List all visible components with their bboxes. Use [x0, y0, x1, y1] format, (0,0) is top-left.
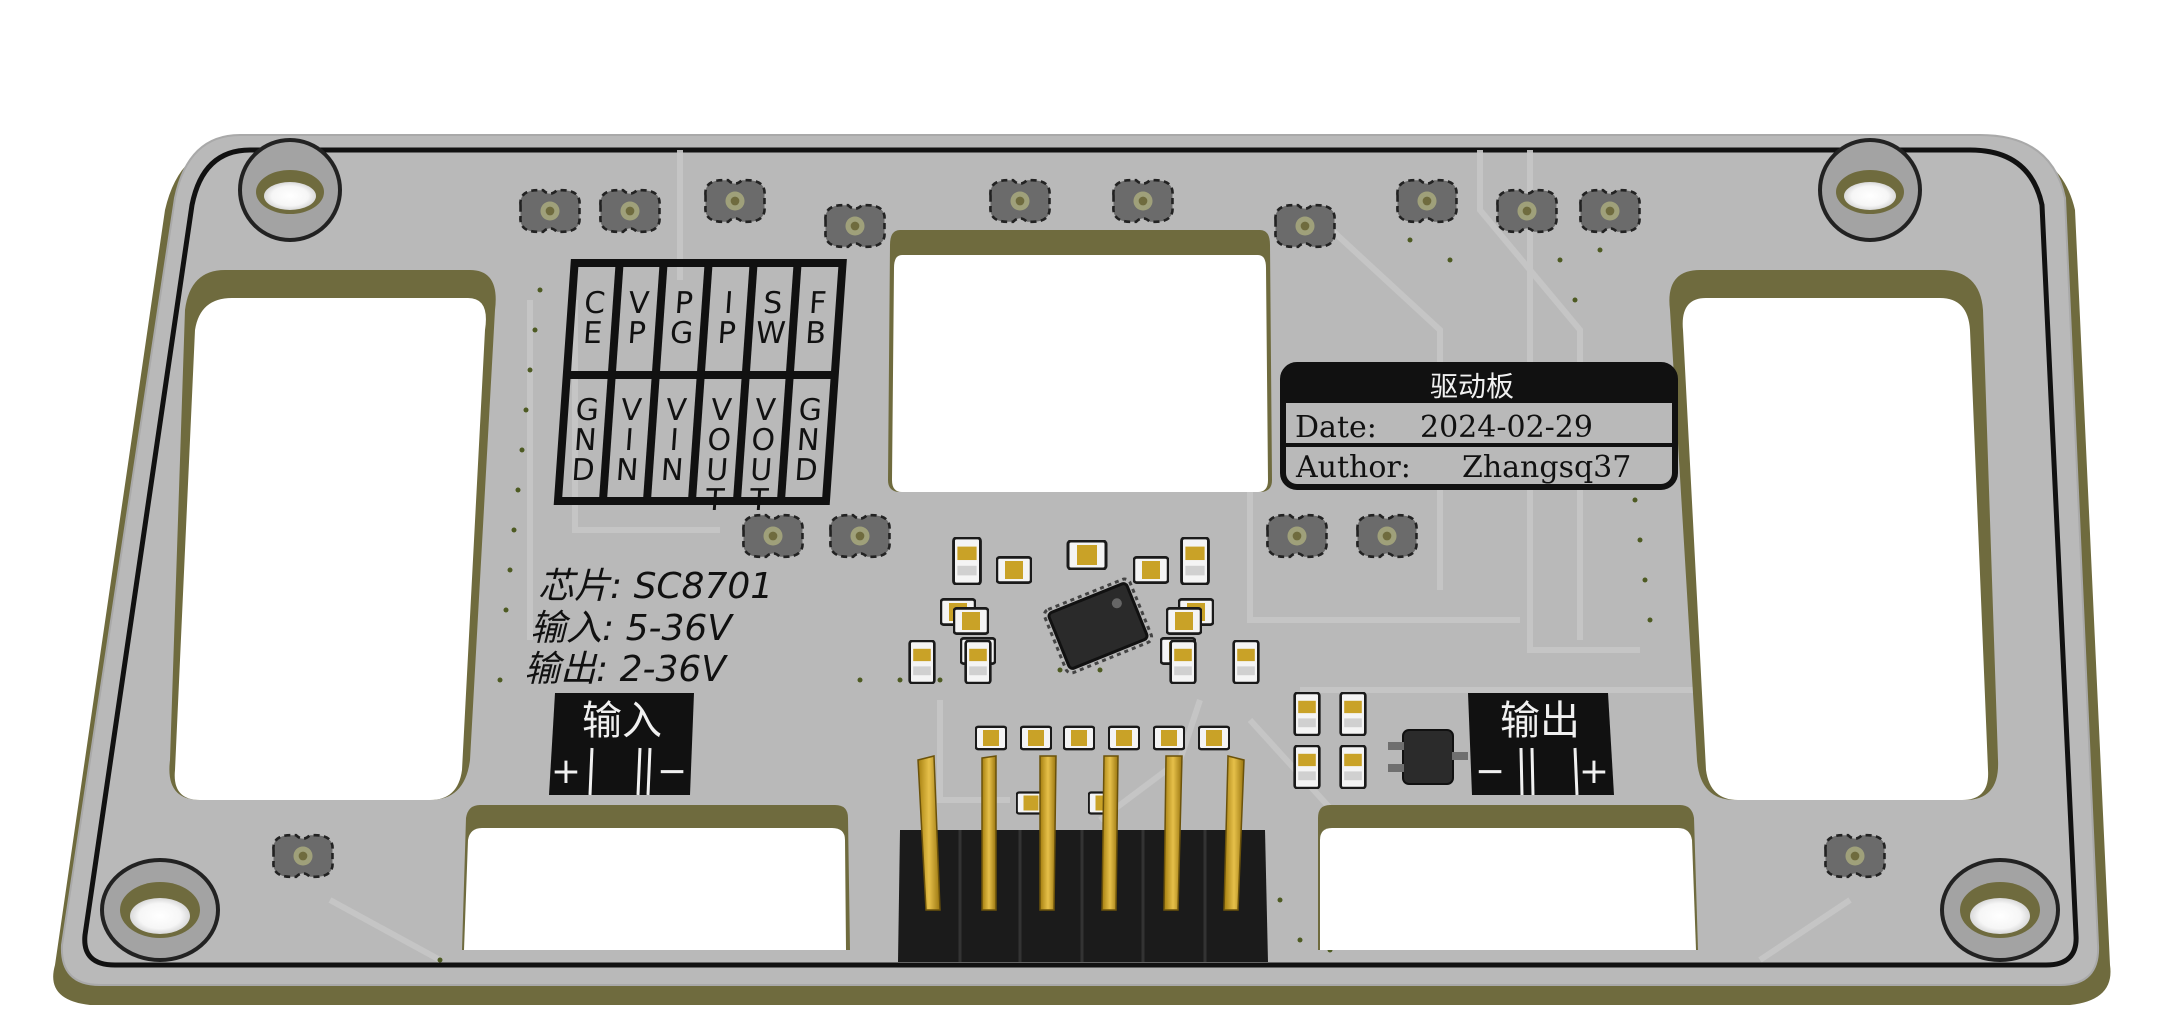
- title-block-date-value: 2024-02-29: [1420, 410, 1593, 445]
- pinout-bottom-label-4: VOUT: [746, 393, 778, 518]
- title-block-author-label: Author:: [1295, 450, 1411, 485]
- mounting-hole-bottom-right: [1940, 858, 2060, 962]
- pinout-top-label-2: PG: [669, 286, 697, 351]
- output-terminal-text: 输出: [1500, 698, 1580, 744]
- pinout-bottom-label-0: GND: [570, 393, 600, 488]
- pin-header: [898, 755, 1268, 962]
- pinout-bottom-label-2: VIN: [660, 393, 689, 488]
- controller-ic: [1042, 577, 1154, 675]
- pinout-top-label-0: CE: [581, 286, 606, 351]
- pinout-top-label-3: IP: [716, 286, 739, 351]
- passives: [910, 537, 1468, 815]
- input-terminal-text: 输入: [582, 698, 662, 744]
- mounting-hole-top-left: [238, 138, 342, 242]
- pinout-bottom-label-5: GND: [793, 393, 823, 488]
- input-terminal-label: 输入 + −: [549, 693, 694, 796]
- title-block-title: 驱动板: [1430, 370, 1514, 403]
- pinout-top-label-1: VP: [625, 286, 651, 351]
- title-block: 驱动板 Date: 2024-02-29 Author: Zhangsq37: [1280, 362, 1678, 490]
- mounting-hole-top-right: [1818, 138, 1922, 242]
- input-terminal-plus: +: [551, 751, 581, 792]
- spec-output: 输出: 2-36V: [524, 649, 728, 690]
- pinout-bottom-label-1: VIN: [615, 393, 644, 488]
- header-pins: [917, 755, 1245, 911]
- board-outline-silk: [82, 147, 2079, 968]
- input-terminal-minus: −: [657, 751, 687, 792]
- mounting-holes: [100, 138, 2060, 962]
- pinout-bottom-label-3: VOUT: [702, 393, 734, 518]
- spec-chip: 芯片: SC8701: [538, 566, 773, 607]
- pinout-top-label-4: SW: [755, 286, 789, 351]
- spec-lines: 芯片: SC8701 输入: 5-36V 输出: 2-36V: [524, 566, 773, 690]
- pinout-top-label-5: FB: [804, 286, 829, 351]
- title-block-date-label: Date:: [1295, 410, 1377, 445]
- output-terminal-label: 输出 − +: [1468, 693, 1614, 796]
- title-block-author-value: Zhangsq37: [1462, 450, 1631, 485]
- sot23-transistor: [1388, 729, 1468, 785]
- cutouts: [169, 230, 1999, 950]
- mounting-hole-bottom-left: [100, 858, 220, 962]
- output-terminal-minus: −: [1475, 751, 1505, 792]
- spec-input: 输入: 5-36V: [530, 608, 734, 649]
- output-terminal-plus: +: [1579, 751, 1609, 792]
